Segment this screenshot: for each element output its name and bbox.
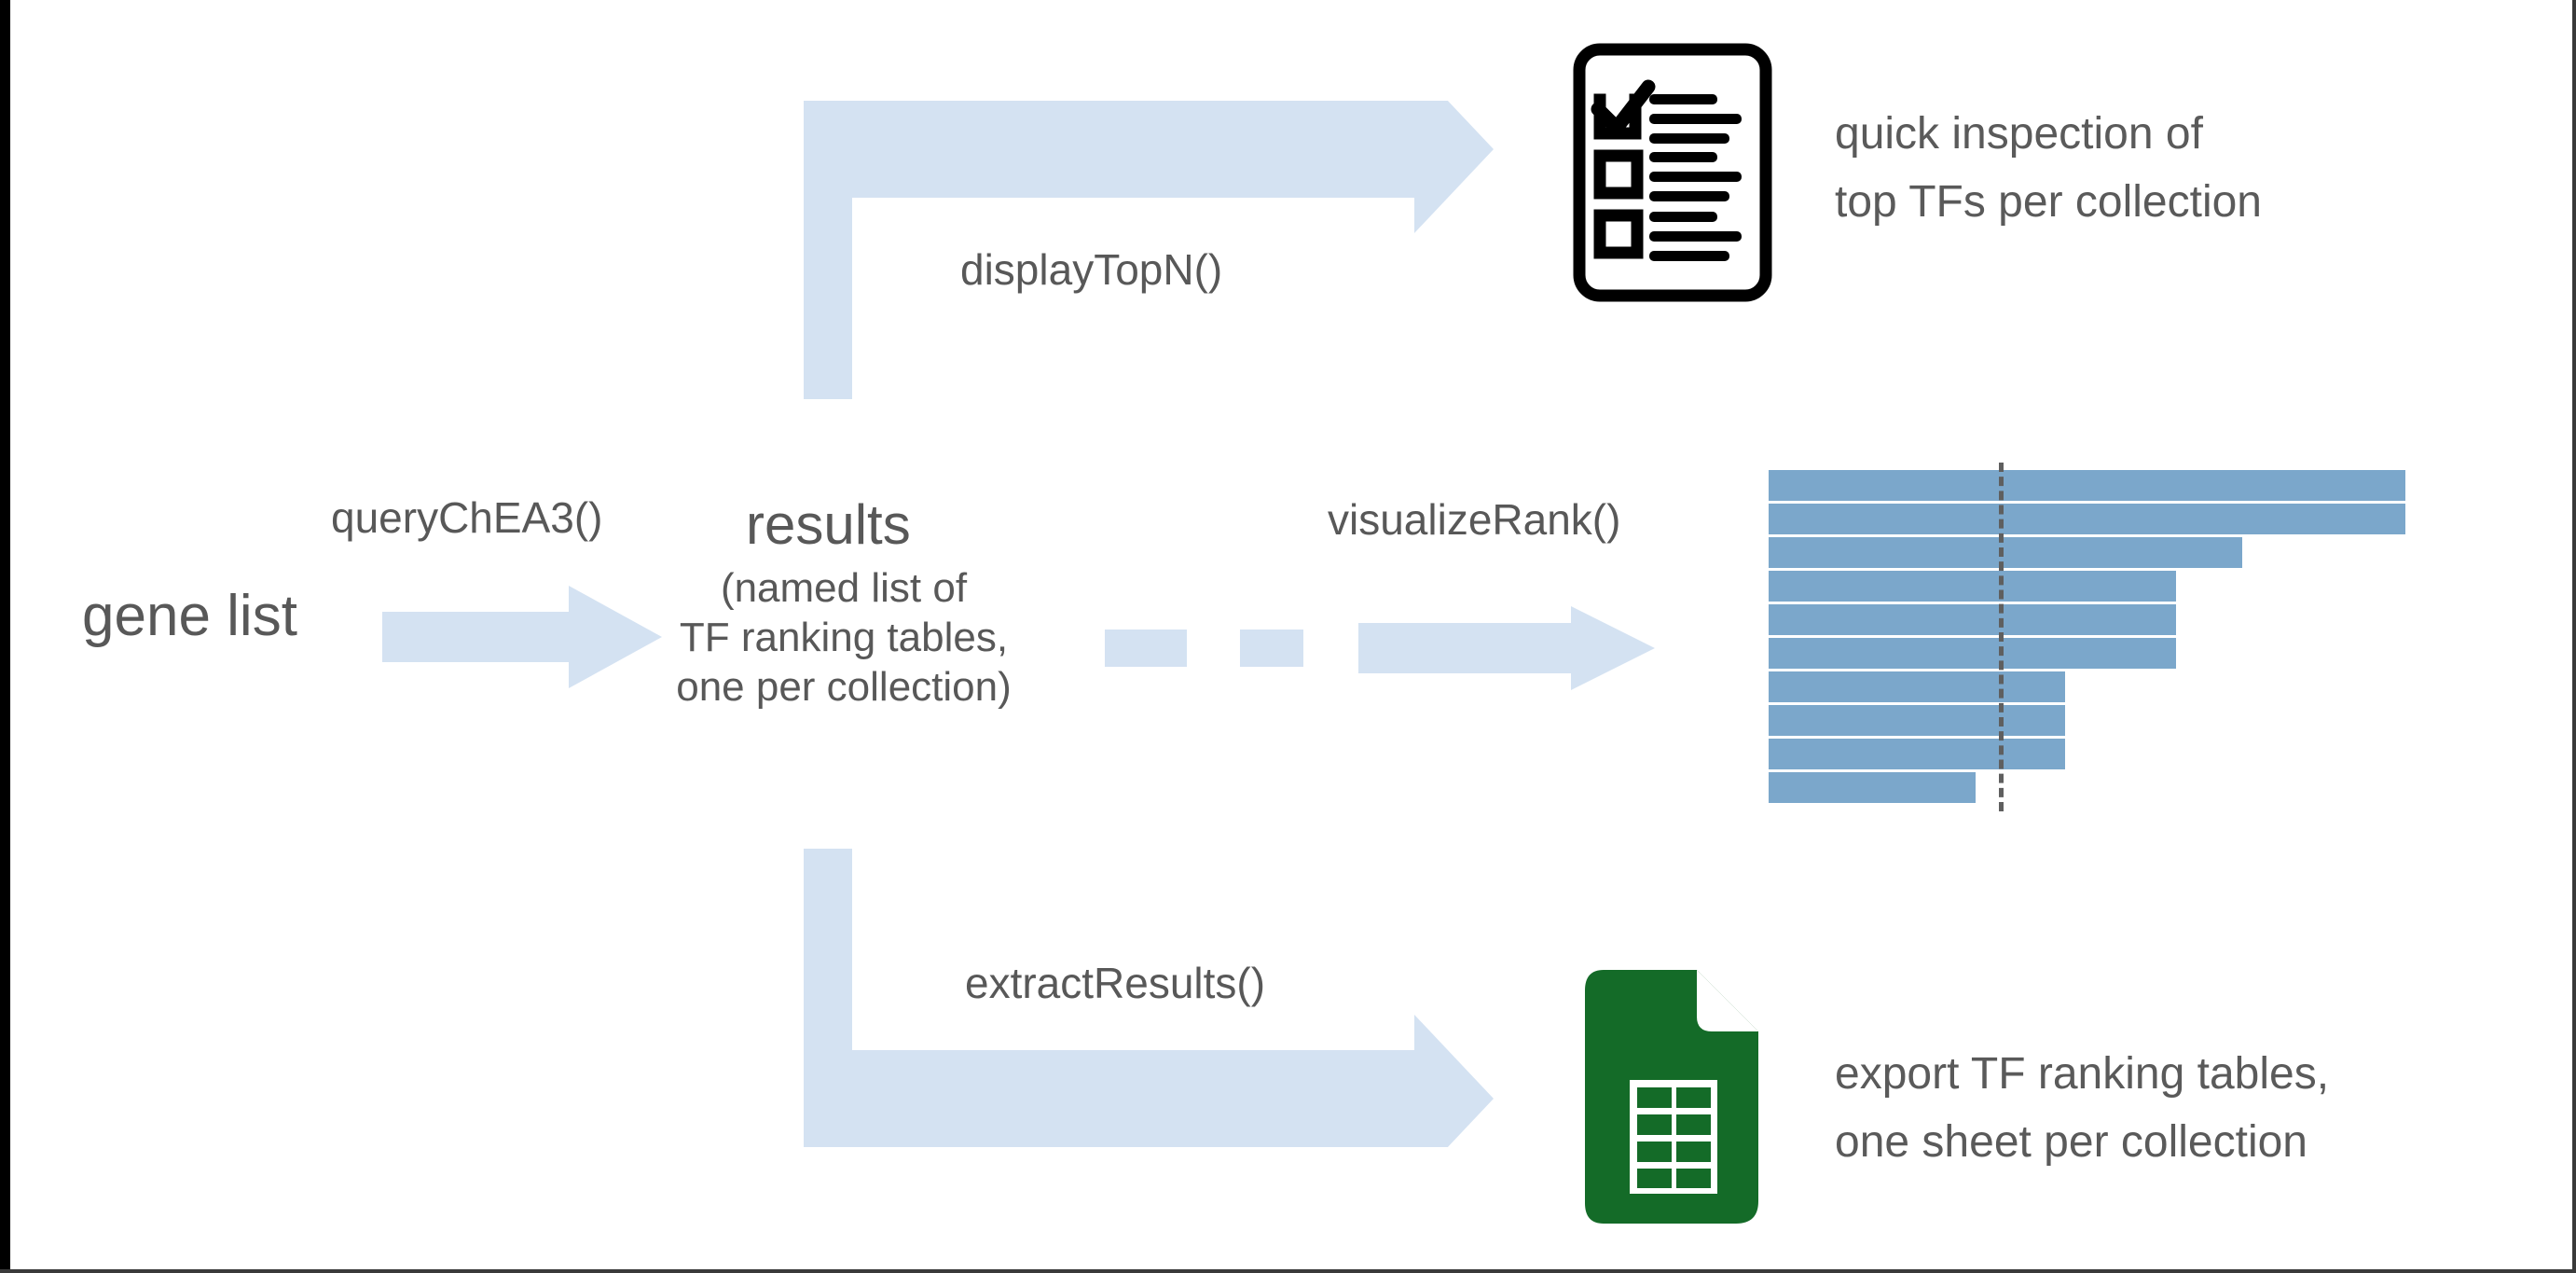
bar-1 [1769, 470, 2405, 501]
bar-row [1769, 705, 2421, 736]
arrow-visualize-rank [1105, 606, 1655, 690]
bar-chart-reference-line [1999, 463, 2004, 811]
bar-7 [1769, 671, 2065, 702]
bar-row [1769, 537, 2421, 568]
arrow-query-chea3 [382, 586, 662, 688]
arrow-display-top-n [804, 101, 1494, 399]
bar-row [1769, 470, 2421, 501]
bar-row [1769, 671, 2421, 702]
edge-display-top-n-label: displayTopN() [960, 245, 1223, 294]
bar-row [1769, 739, 2421, 769]
bar-row [1769, 638, 2421, 669]
edge-extract-results-label: extractResults() [965, 959, 1266, 1007]
checklist-caption-line-2: top TFs per collection [1835, 177, 2262, 227]
bar-8 [1769, 705, 2065, 736]
bar-row [1769, 571, 2421, 602]
bar-3 [1769, 537, 2242, 568]
checklist-document-icon [1573, 43, 1772, 302]
node-gene-list-label: gene list [82, 584, 297, 648]
node-results-label: results [746, 493, 911, 556]
bar-9 [1769, 739, 2065, 769]
node-results-sub-line-3: one per collection) [676, 664, 1012, 710]
spreadsheet-caption-line-2: one sheet per collection [1835, 1117, 2307, 1167]
bar-2 [1769, 504, 2405, 534]
spreadsheet-caption-line-1: export TF ranking tables, [1835, 1049, 2330, 1099]
page-edge-left [0, 0, 10, 1273]
bar-row [1769, 504, 2421, 534]
horizontal-bar-chart [1769, 463, 2421, 811]
page-edge-bottom [0, 1269, 2576, 1273]
checklist-caption-line-1: quick inspection of [1835, 109, 2203, 159]
bar-5 [1769, 604, 2176, 635]
node-results-sub-line-1: (named list of [720, 565, 968, 611]
bar-row [1769, 604, 2421, 635]
bar-row [1769, 772, 2421, 803]
node-results-sub-line-2: TF ranking tables, [679, 615, 1009, 660]
edge-query-chea3-label: queryChEA3() [331, 493, 603, 542]
page-edge-right [2572, 0, 2576, 1273]
arrow-extract-results [804, 849, 1494, 1147]
edge-visualize-rank-label: visualizeRank() [1328, 495, 1621, 544]
spreadsheet-file-icon [1585, 970, 1758, 1224]
bar-6 [1769, 638, 2176, 669]
bar-10 [1769, 772, 1976, 803]
bar-4 [1769, 571, 2176, 602]
